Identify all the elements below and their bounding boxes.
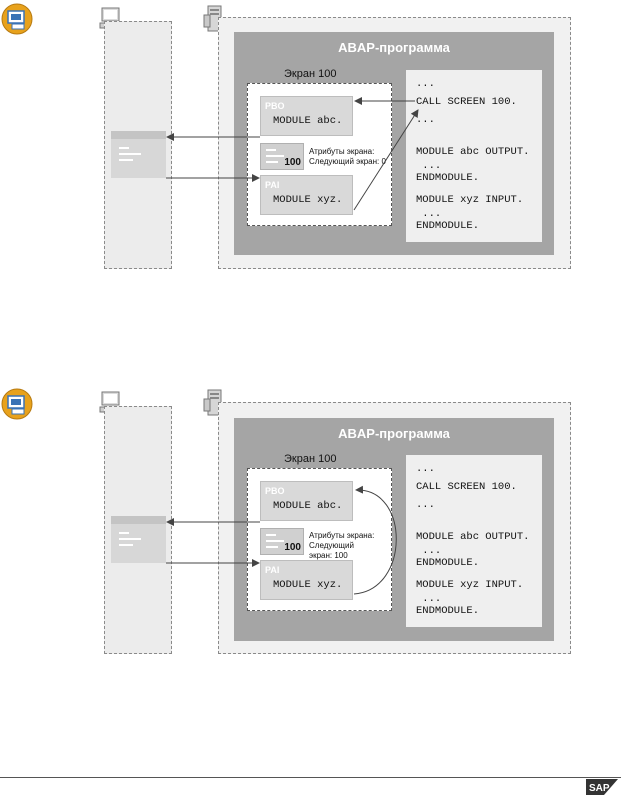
pai-label: PAI	[265, 180, 280, 190]
screen-attributes-icon: 100	[260, 143, 304, 170]
pai-module: MODULE xyz.	[273, 194, 343, 206]
attr-line: Атрибуты экрана:	[309, 531, 375, 540]
code-line: ...	[416, 114, 435, 126]
code-line: ...	[416, 78, 435, 90]
code-line: ...	[416, 208, 442, 220]
code-line: ENDMODULE.	[416, 605, 480, 617]
attr-line: Следующий	[309, 541, 354, 550]
code-line: MODULE xyz INPUT.	[416, 194, 524, 206]
arrow-pai-loop-to-pbo	[353, 485, 397, 595]
svg-text:SAP: SAP	[589, 783, 610, 794]
screen-attributes-text: Атрибуты экрана: Следующий экран: 100	[309, 531, 374, 561]
screen-number: 100	[284, 542, 301, 553]
presentation-board-icon	[1, 3, 33, 35]
code-line: ...	[416, 499, 435, 511]
abap-code-panel: ... CALL SCREEN 100. ... MODULE abc OUTP…	[406, 455, 542, 627]
program-title: ABAP-программа	[338, 40, 450, 55]
flow-arrows	[166, 485, 397, 595]
code-line: ENDMODULE.	[416, 220, 480, 232]
pai-box: PAI MODULE xyz.	[260, 560, 353, 600]
program-title: ABAP-программа	[338, 426, 450, 441]
code-line: ...	[416, 463, 435, 475]
code-line: MODULE xyz INPUT.	[416, 579, 524, 591]
pai-module: MODULE xyz.	[273, 579, 343, 591]
footer-rule	[0, 777, 621, 778]
sap-logo-icon: SAP	[586, 779, 618, 795]
screen-number: 100	[284, 157, 301, 168]
pbo-module: MODULE abc.	[273, 500, 343, 512]
code-line: ENDMODULE.	[416, 557, 480, 569]
pai-box: PAI MODULE xyz.	[260, 175, 353, 215]
pbo-module: MODULE abc.	[273, 115, 343, 127]
code-line: ...	[416, 545, 442, 557]
pbo-label: PBO	[265, 486, 285, 496]
pbo-label: PBO	[265, 101, 285, 111]
client-screen-window	[111, 516, 166, 563]
pbo-box: PBO MODULE abc.	[260, 481, 353, 521]
client-screen-window	[111, 131, 166, 178]
code-line: ...	[416, 593, 442, 605]
server-tower-icon	[203, 5, 222, 32]
code-line: ...	[416, 160, 442, 172]
code-line: MODULE abc OUTPUT.	[416, 146, 530, 158]
attr-line: экран: 100	[309, 551, 348, 560]
screen-label: Экран 100	[284, 453, 337, 465]
flow-arrows	[166, 97, 419, 211]
code-line: MODULE abc OUTPUT.	[416, 531, 530, 543]
screen-label: Экран 100	[284, 68, 337, 80]
attr-line: Следующий экран: 0	[309, 157, 386, 166]
arrow-pai-to-call	[353, 109, 419, 211]
pbo-box: PBO MODULE abc.	[260, 96, 353, 136]
screen-attributes-text: Атрибуты экрана: Следующий экран: 0	[309, 147, 386, 167]
abap-code-panel: ... CALL SCREEN 100. ... MODULE abc OUTP…	[406, 70, 542, 242]
presentation-board-icon	[1, 388, 33, 420]
attr-line: Атрибуты экрана:	[309, 147, 375, 156]
code-line: ENDMODULE.	[416, 172, 480, 184]
code-line: CALL SCREEN 100.	[416, 481, 517, 493]
screen-attributes-icon: 100	[260, 528, 304, 555]
code-line: CALL SCREEN 100.	[416, 96, 517, 108]
pai-label: PAI	[265, 565, 280, 575]
